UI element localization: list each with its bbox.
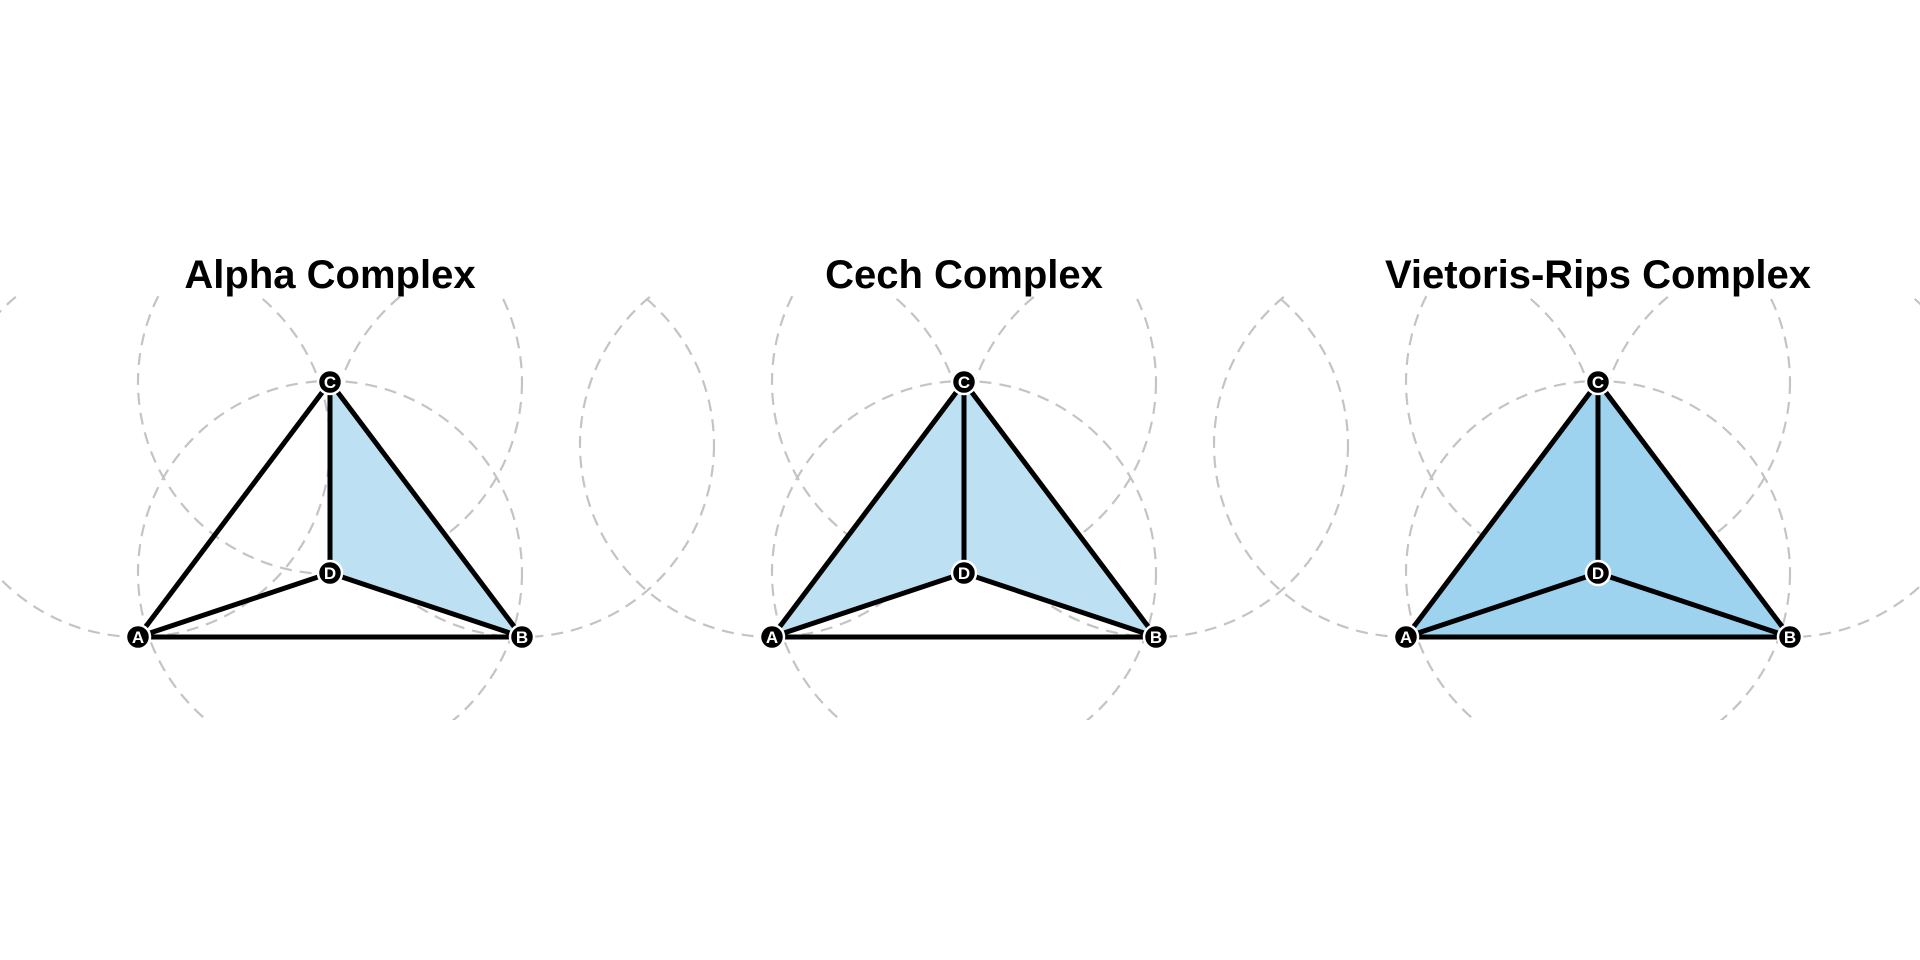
edge-ad bbox=[769, 570, 967, 640]
panel-cech-complex: Cech Complex A B C D bbox=[578, 253, 1350, 720]
vertex-label-b: B bbox=[1150, 628, 1162, 647]
vertex-label-a: A bbox=[1400, 628, 1412, 647]
panel-title-alpha: Alpha Complex bbox=[184, 253, 475, 297]
vertex-label-c: C bbox=[1592, 373, 1604, 392]
vertex-c bbox=[950, 368, 978, 396]
vertex-d bbox=[316, 559, 344, 587]
vertex-d bbox=[950, 559, 978, 587]
edge-ac bbox=[769, 379, 967, 640]
edge-bd bbox=[327, 570, 525, 640]
vertex-b bbox=[508, 623, 536, 651]
panel-alpha-complex: Alpha Complex A B C D bbox=[0, 253, 716, 720]
vertex-b bbox=[1776, 623, 1804, 651]
vertex-label-b: B bbox=[1784, 628, 1796, 647]
edge-ad bbox=[1403, 570, 1601, 640]
vertices: A B C D bbox=[1392, 368, 1804, 651]
vertex-label-a: A bbox=[766, 628, 778, 647]
vertex-d bbox=[1584, 559, 1612, 587]
vertex-label-c: C bbox=[958, 373, 970, 392]
edge-bc bbox=[327, 379, 525, 640]
edge-bd bbox=[961, 570, 1159, 640]
edge-ac bbox=[135, 379, 333, 640]
edge-ac bbox=[1403, 379, 1601, 640]
vertex-label-d: D bbox=[1592, 564, 1604, 583]
panel-vietoris-rips-complex: Vietoris-Rips Complex A B C D bbox=[1212, 253, 1920, 720]
edges bbox=[769, 379, 1159, 640]
vertex-a bbox=[124, 623, 152, 651]
vertices: A B C D bbox=[758, 368, 1170, 651]
edge-bc bbox=[1595, 379, 1793, 640]
panel-title-vietoris-rips: Vietoris-Rips Complex bbox=[1385, 253, 1811, 297]
vertex-c bbox=[316, 368, 344, 396]
edge-bc bbox=[961, 379, 1159, 640]
edge-bd bbox=[1595, 570, 1793, 640]
edge-ad bbox=[135, 570, 333, 640]
edges bbox=[135, 379, 525, 640]
edges bbox=[1403, 379, 1793, 640]
vertex-label-c: C bbox=[324, 373, 336, 392]
vertex-label-b: B bbox=[516, 628, 528, 647]
panel-title-cech: Cech Complex bbox=[825, 253, 1103, 297]
vertex-label-a: A bbox=[132, 628, 144, 647]
vertices: A B C D bbox=[124, 368, 536, 651]
vertex-label-d: D bbox=[324, 564, 336, 583]
vertex-a bbox=[1392, 623, 1420, 651]
vertex-b bbox=[1142, 623, 1170, 651]
vertex-label-d: D bbox=[958, 564, 970, 583]
vertex-c bbox=[1584, 368, 1612, 396]
vertex-a bbox=[758, 623, 786, 651]
